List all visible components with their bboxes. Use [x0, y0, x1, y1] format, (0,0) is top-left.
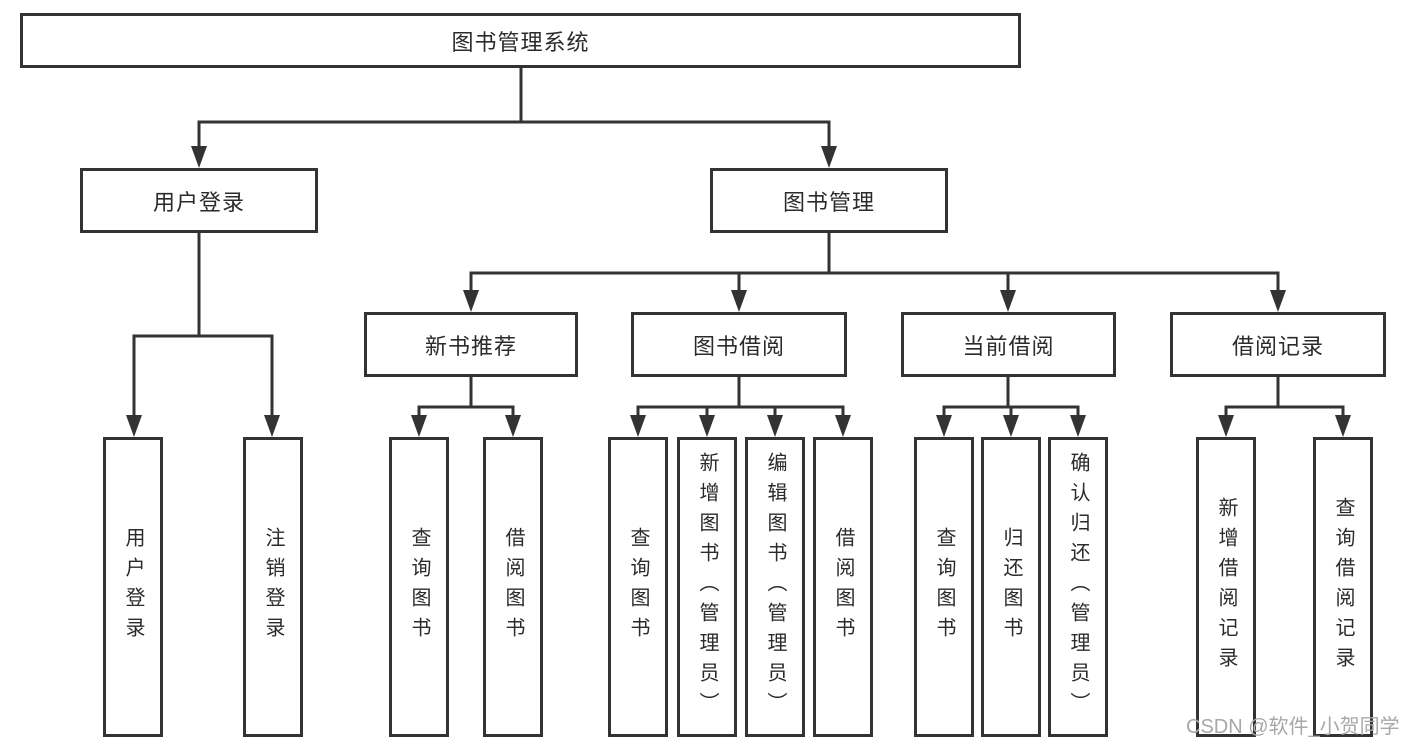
leaf-label: 查询借阅记录: [1332, 497, 1354, 677]
node-user-login: 用户登录: [80, 168, 318, 233]
arrowheads: [126, 146, 1351, 437]
node-label: 图书借阅: [692, 333, 785, 359]
leaf-borrow-books: 借阅图书: [813, 437, 873, 737]
leaf-user-login: 用户登录: [103, 437, 163, 737]
leaf-label: 查询图书: [933, 527, 955, 647]
node-label: 借阅记录: [1231, 333, 1324, 359]
leaf-confirm-return-admin: 确认归还（管理员）: [1048, 437, 1108, 737]
leaf-label: 归还图书: [1000, 527, 1022, 647]
leaf-edit-books-admin: 编辑图书（管理员）: [745, 437, 805, 737]
leaf-label: 编辑图书（管理员）: [764, 452, 786, 722]
node-label: 图书管理系统: [451, 29, 590, 55]
node-borrowing-records: 借阅记录: [1170, 312, 1386, 377]
node-label: 用户登录: [152, 189, 245, 215]
leaf-query-books: 查询图书: [608, 437, 668, 737]
node-book-borrowing: 图书借阅: [631, 312, 847, 377]
node-label: 当前借阅: [962, 333, 1055, 359]
node-current-borrowing: 当前借阅: [901, 312, 1116, 377]
csdn-watermark: CSDN @软件_小贺同学: [1186, 716, 1400, 738]
node-label: 新书推荐: [424, 333, 517, 359]
leaf-label: 注销登录: [262, 527, 284, 647]
tree-connector-strokes: [132, 68, 1345, 419]
leaf-return-books: 归还图书: [981, 437, 1041, 737]
leaf-label: 确认归还（管理员）: [1067, 452, 1089, 722]
leaf-logout-login: 注销登录: [243, 437, 303, 737]
node-library-management-system: 图书管理系统: [20, 13, 1021, 68]
leaf-borrow-books: 借阅图书: [483, 437, 543, 737]
leaf-label: 借阅图书: [832, 527, 854, 647]
leaf-label: 借阅图书: [502, 527, 524, 647]
node-label: 图书管理: [782, 189, 875, 215]
leaf-add-books-admin: 新增图书（管理员）: [677, 437, 737, 737]
leaf-query-books: 查询图书: [914, 437, 974, 737]
leaf-add-borrow-record: 新增借阅记录: [1196, 437, 1256, 737]
leaf-label: 新增图书（管理员）: [696, 452, 718, 722]
node-book-management: 图书管理: [710, 168, 948, 233]
leaf-label: 用户登录: [122, 527, 144, 647]
node-new-book-recommendation: 新书推荐: [364, 312, 578, 377]
leaf-query-borrow-record: 查询借阅记录: [1313, 437, 1373, 737]
leaf-label: 查询图书: [627, 527, 649, 647]
leaf-query-books: 查询图书: [389, 437, 449, 737]
leaf-label: 查询图书: [408, 527, 430, 647]
leaf-label: 新增借阅记录: [1215, 497, 1237, 677]
